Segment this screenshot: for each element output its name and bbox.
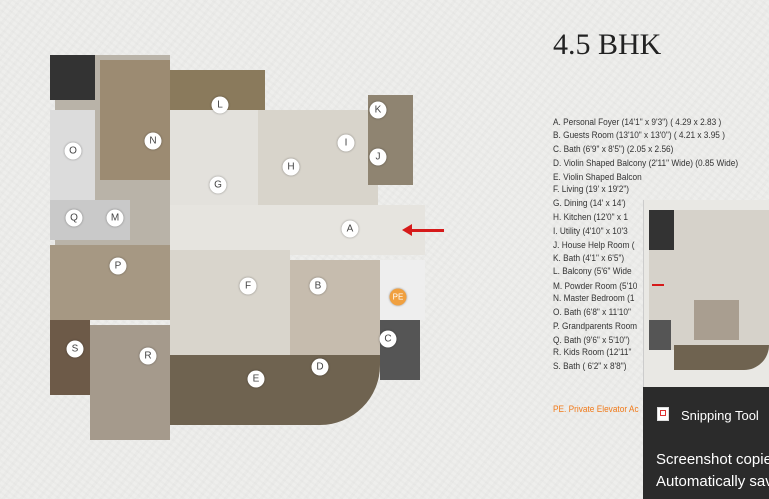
room-label-d: D — [311, 358, 329, 376]
room-label-p: P — [109, 257, 127, 275]
room-label-f: F — [239, 277, 257, 295]
room-label-h: H — [282, 158, 300, 176]
grandparents-room — [50, 245, 170, 320]
legend-item: Q. Bath (9'6" x 5'10") — [553, 335, 630, 345]
room-label-a: A — [341, 220, 359, 238]
room-label-b: B — [309, 277, 327, 295]
legend-item: P. Grandparents Room — [553, 321, 638, 331]
legend-item: E. Violin Shaped Balcon — [553, 172, 642, 182]
room-label-j: J — [369, 148, 387, 166]
room-label-k: K — [369, 101, 387, 119]
kitchen — [258, 110, 378, 220]
legend-item: O. Bath (6'8" x 11'10" — [553, 307, 631, 317]
legend-item: R. Kids Room (12'11" — [553, 347, 632, 357]
pe-note: PE. Private Elevator Ac — [553, 404, 639, 414]
toast-line1: Screenshot copied — [656, 451, 769, 468]
shaft — [50, 55, 95, 100]
room-label-pe: PE — [389, 288, 407, 306]
living — [170, 250, 290, 355]
legend-item: L. Balcony (5'6" Wide — [553, 266, 632, 276]
snipping-tool-icon — [657, 407, 669, 421]
room-label-m: M — [106, 209, 124, 227]
room-label-e: E — [247, 370, 265, 388]
screenshot-thumbnail[interactable] — [643, 200, 769, 387]
kids-room — [90, 325, 170, 440]
legend-item: C. Bath (6'9" x 8'5") (2.05 x 2.56) — [553, 144, 674, 154]
legend-item: N. Master Bedroom (1 — [553, 293, 635, 303]
violin-balcony — [170, 355, 380, 425]
legend-item: H. Kitchen (12'0" x 1 — [553, 212, 628, 222]
page-title: 4.5 BHK — [553, 28, 662, 61]
bath-c — [380, 320, 420, 380]
legend-item: S. Bath ( 6'2" x 8'8") — [553, 361, 627, 371]
red-arrow-icon — [402, 224, 444, 236]
legend-item: B. Guests Room (13'10" x 13'0") ( 4.21 x… — [553, 130, 725, 140]
room-label-l: L — [211, 96, 229, 114]
legend-item: A. Personal Foyer (14'1" x 9'3") ( 4.29 … — [553, 117, 722, 127]
toast-app-name: Snipping Tool — [681, 408, 759, 423]
legend-item: G. Dining (14' x 14') — [553, 198, 626, 208]
legend-item: I. Utility (4'10" x 10'3 — [553, 226, 628, 236]
master-bedroom — [100, 60, 170, 180]
foyer — [170, 205, 425, 255]
legend-item: M. Powder Room (5'10 — [553, 281, 638, 291]
room-label-q: Q — [65, 209, 83, 227]
legend-item: K. Bath (4'1" x 6'5") — [553, 253, 625, 263]
floor-plan — [45, 55, 427, 447]
room-label-o: O — [64, 142, 82, 160]
room-label-g: G — [209, 176, 227, 194]
legend-item: D. Violin Shaped Balcony (2'11" Wide) (0… — [553, 158, 739, 168]
guests-room — [290, 260, 380, 355]
toast-line2: Automatically save — [656, 473, 769, 490]
legend-item: F. Living (19' x 19'2") — [553, 184, 630, 194]
thumbnail-arrow-icon — [652, 284, 664, 286]
room-label-r: R — [139, 347, 157, 365]
bath-s — [50, 320, 90, 395]
room-label-s: S — [66, 340, 84, 358]
room-label-i: I — [337, 134, 355, 152]
room-label-c: C — [379, 330, 397, 348]
room-label-n: N — [144, 132, 162, 150]
legend-item: J. House Help Room ( — [553, 240, 635, 250]
snipping-tool-notification[interactable]: Snipping Tool Screenshot copied Automati… — [643, 387, 769, 499]
